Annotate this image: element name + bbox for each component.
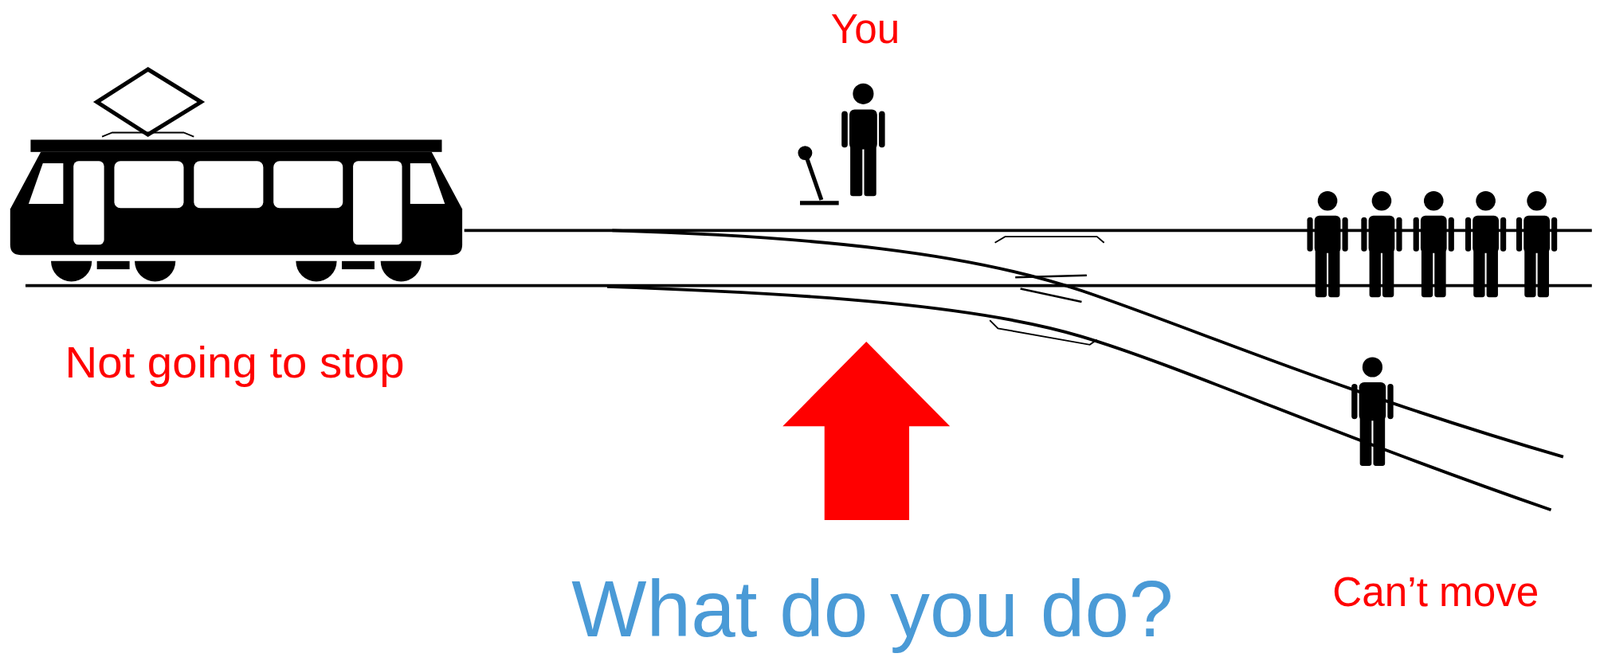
people: [841, 83, 1557, 467]
tracks: [25, 230, 1593, 510]
you-label: You: [831, 6, 900, 51]
person-note: Can’t move: [1332, 569, 1539, 615]
red-arrow: [782, 341, 950, 521]
lever: [797, 145, 839, 204]
tram: [10, 69, 463, 282]
title-question: What do you do?: [571, 566, 1173, 655]
tram-note: Not going to stop: [65, 337, 405, 388]
